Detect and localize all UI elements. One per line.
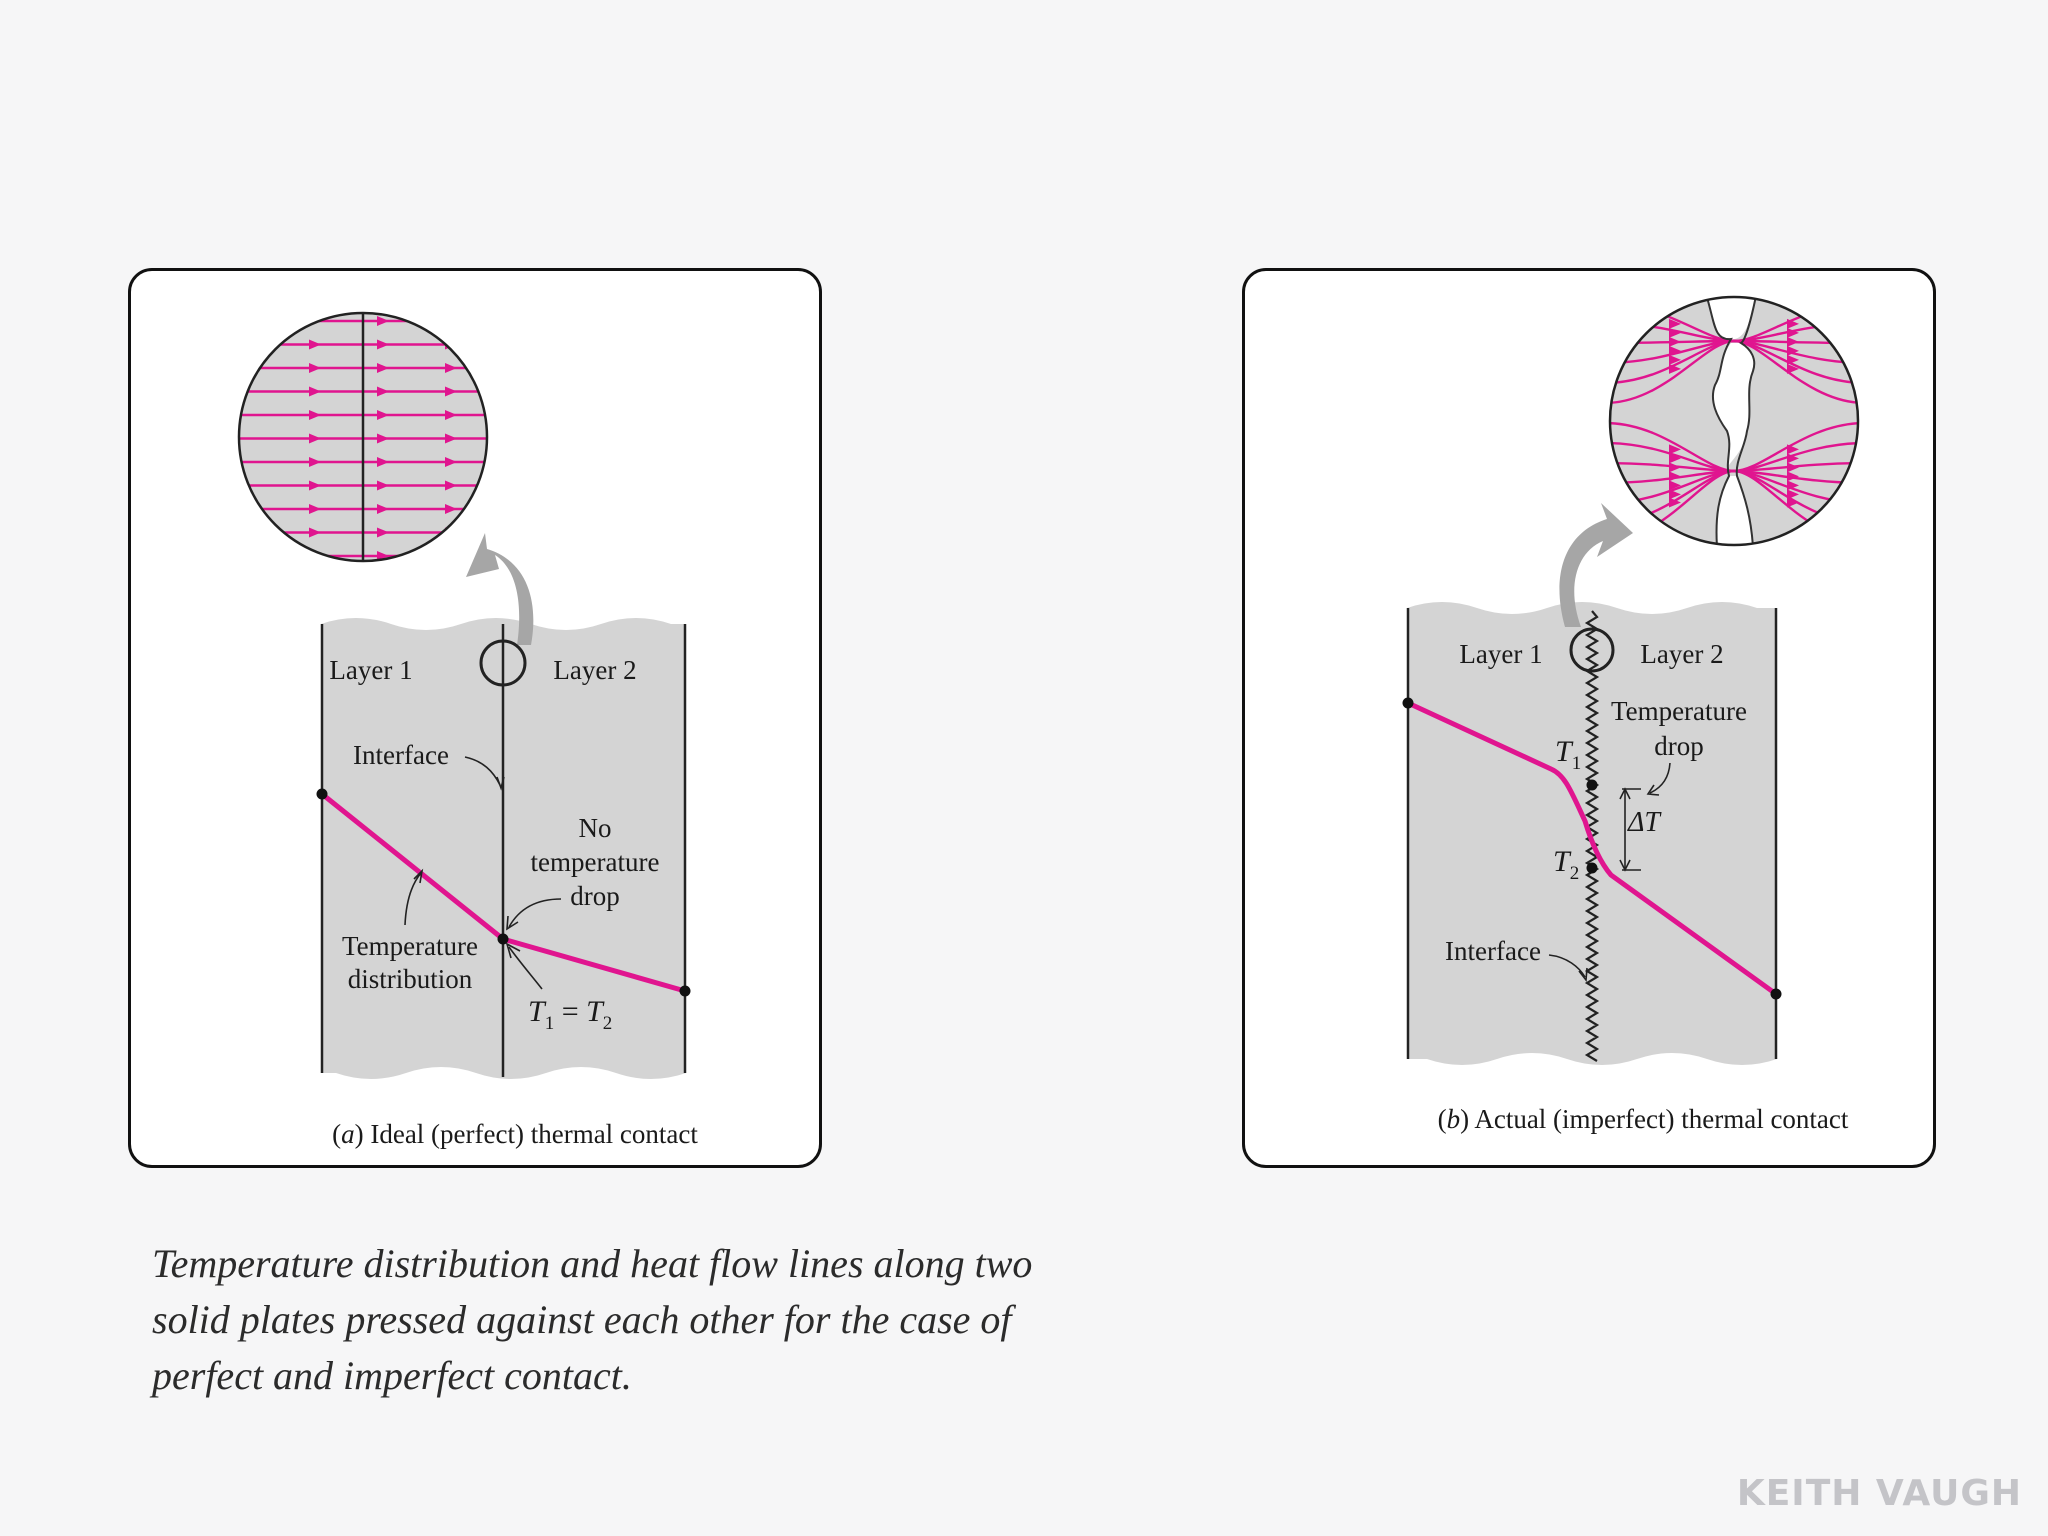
- zoom-circle-actual: [1569, 627, 1615, 673]
- interface-label: Interface: [353, 740, 449, 770]
- temp-dist-line-2: distribution: [348, 964, 473, 994]
- interface-label: Interface: [1445, 936, 1541, 966]
- temp-drop-line-1: Temperature: [1611, 696, 1747, 726]
- zoom-arrow-ideal: [466, 533, 534, 645]
- ideal-contact-diagram: Layer 1 Layer 2 Interface No temperature…: [237, 311, 698, 1149]
- t1-equals-t2: T1 = T2: [528, 995, 612, 1034]
- no-drop-line-2: temperature: [531, 847, 660, 877]
- temperature-profile-actual: [1406, 700, 1778, 997]
- zoom-circle-ideal: [479, 639, 527, 687]
- watermark: KEITH VAUGH: [1736, 1473, 2022, 1514]
- no-drop-line-1: No: [579, 813, 612, 843]
- actual-contact-diagram: Layer 1 Layer 2 Temperature drop ΔT T1 T…: [1402, 295, 1860, 1134]
- delta-t-label: ΔT: [1627, 807, 1662, 838]
- layer-2-label: Layer 2: [553, 655, 636, 685]
- layer-2-label: Layer 2: [1640, 639, 1723, 669]
- no-drop-line-3: drop: [570, 881, 620, 911]
- caption-ideal: (a) Ideal (perfect) thermal contact: [332, 1119, 698, 1149]
- temp-drop-line-2: drop: [1654, 731, 1704, 761]
- t2-label: T2: [1553, 845, 1579, 884]
- zoom-arrow-actual: [1559, 503, 1633, 627]
- panel-ideal-contact: Layer 1 Layer 2 Interface No temperature…: [128, 268, 822, 1168]
- figure-caption: Temperature distribution and heat flow l…: [152, 1241, 1033, 1398]
- layer-1-label: Layer 1: [1459, 639, 1542, 669]
- temp-dist-line-1: Temperature: [342, 931, 478, 961]
- t1-label: T1: [1555, 735, 1581, 774]
- panel-actual-contact: Layer 1 Layer 2 Temperature drop ΔT T1 T…: [1242, 268, 1936, 1168]
- magnified-view-ideal: [237, 311, 489, 563]
- magnified-view-actual: [1608, 295, 1860, 547]
- plates-actual: [1407, 602, 1777, 1065]
- layer-1-label: Layer 1: [329, 655, 412, 685]
- caption-actual: (b) Actual (imperfect) thermal contact: [1438, 1104, 1849, 1134]
